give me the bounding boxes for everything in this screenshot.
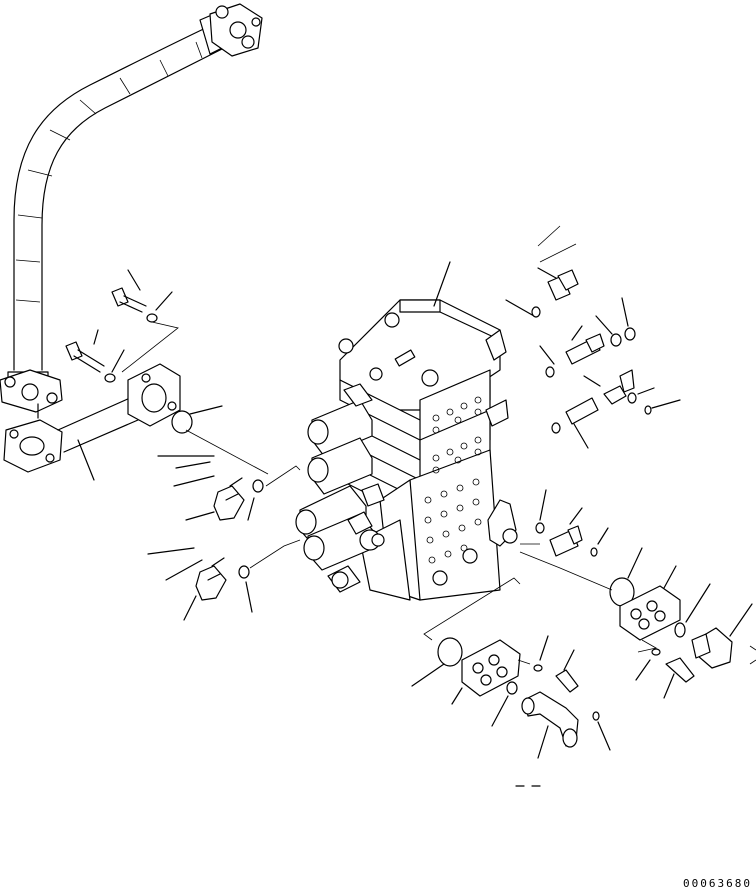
elbow-tube [521,691,579,759]
washer [635,648,661,681]
flange-plate [451,639,531,705]
flange-plate [619,565,681,653]
o-ring [171,405,269,475]
straight-fitting [539,297,636,378]
hydraulic-hose [7,7,239,389]
hose-lower-flange [0,369,63,419]
elbow-fitting [157,455,301,521]
o-ring [491,681,518,727]
hose-upper-flange [209,3,263,57]
straight-fitting [551,369,681,449]
bolt [663,657,695,699]
elbow-fitting [691,603,756,669]
control-valve-assembly [295,261,518,601]
bolt [65,329,105,373]
washer [533,635,549,672]
elbow-fitting [147,539,301,621]
o-ring [674,583,711,638]
washer [104,349,125,383]
o-ring [411,577,521,687]
valve-port-holes [424,396,482,586]
bolt [555,649,579,693]
bolt [111,269,147,313]
drawing-id-number: 00063680 [683,877,752,890]
split-flange-left [3,363,181,481]
washer [146,291,173,323]
spool-cap [307,437,373,495]
straight-fitting [520,489,609,557]
straight-fitting [505,225,579,318]
valve-front-fittings [327,483,385,593]
o-ring [592,711,611,751]
o-ring [519,547,643,607]
